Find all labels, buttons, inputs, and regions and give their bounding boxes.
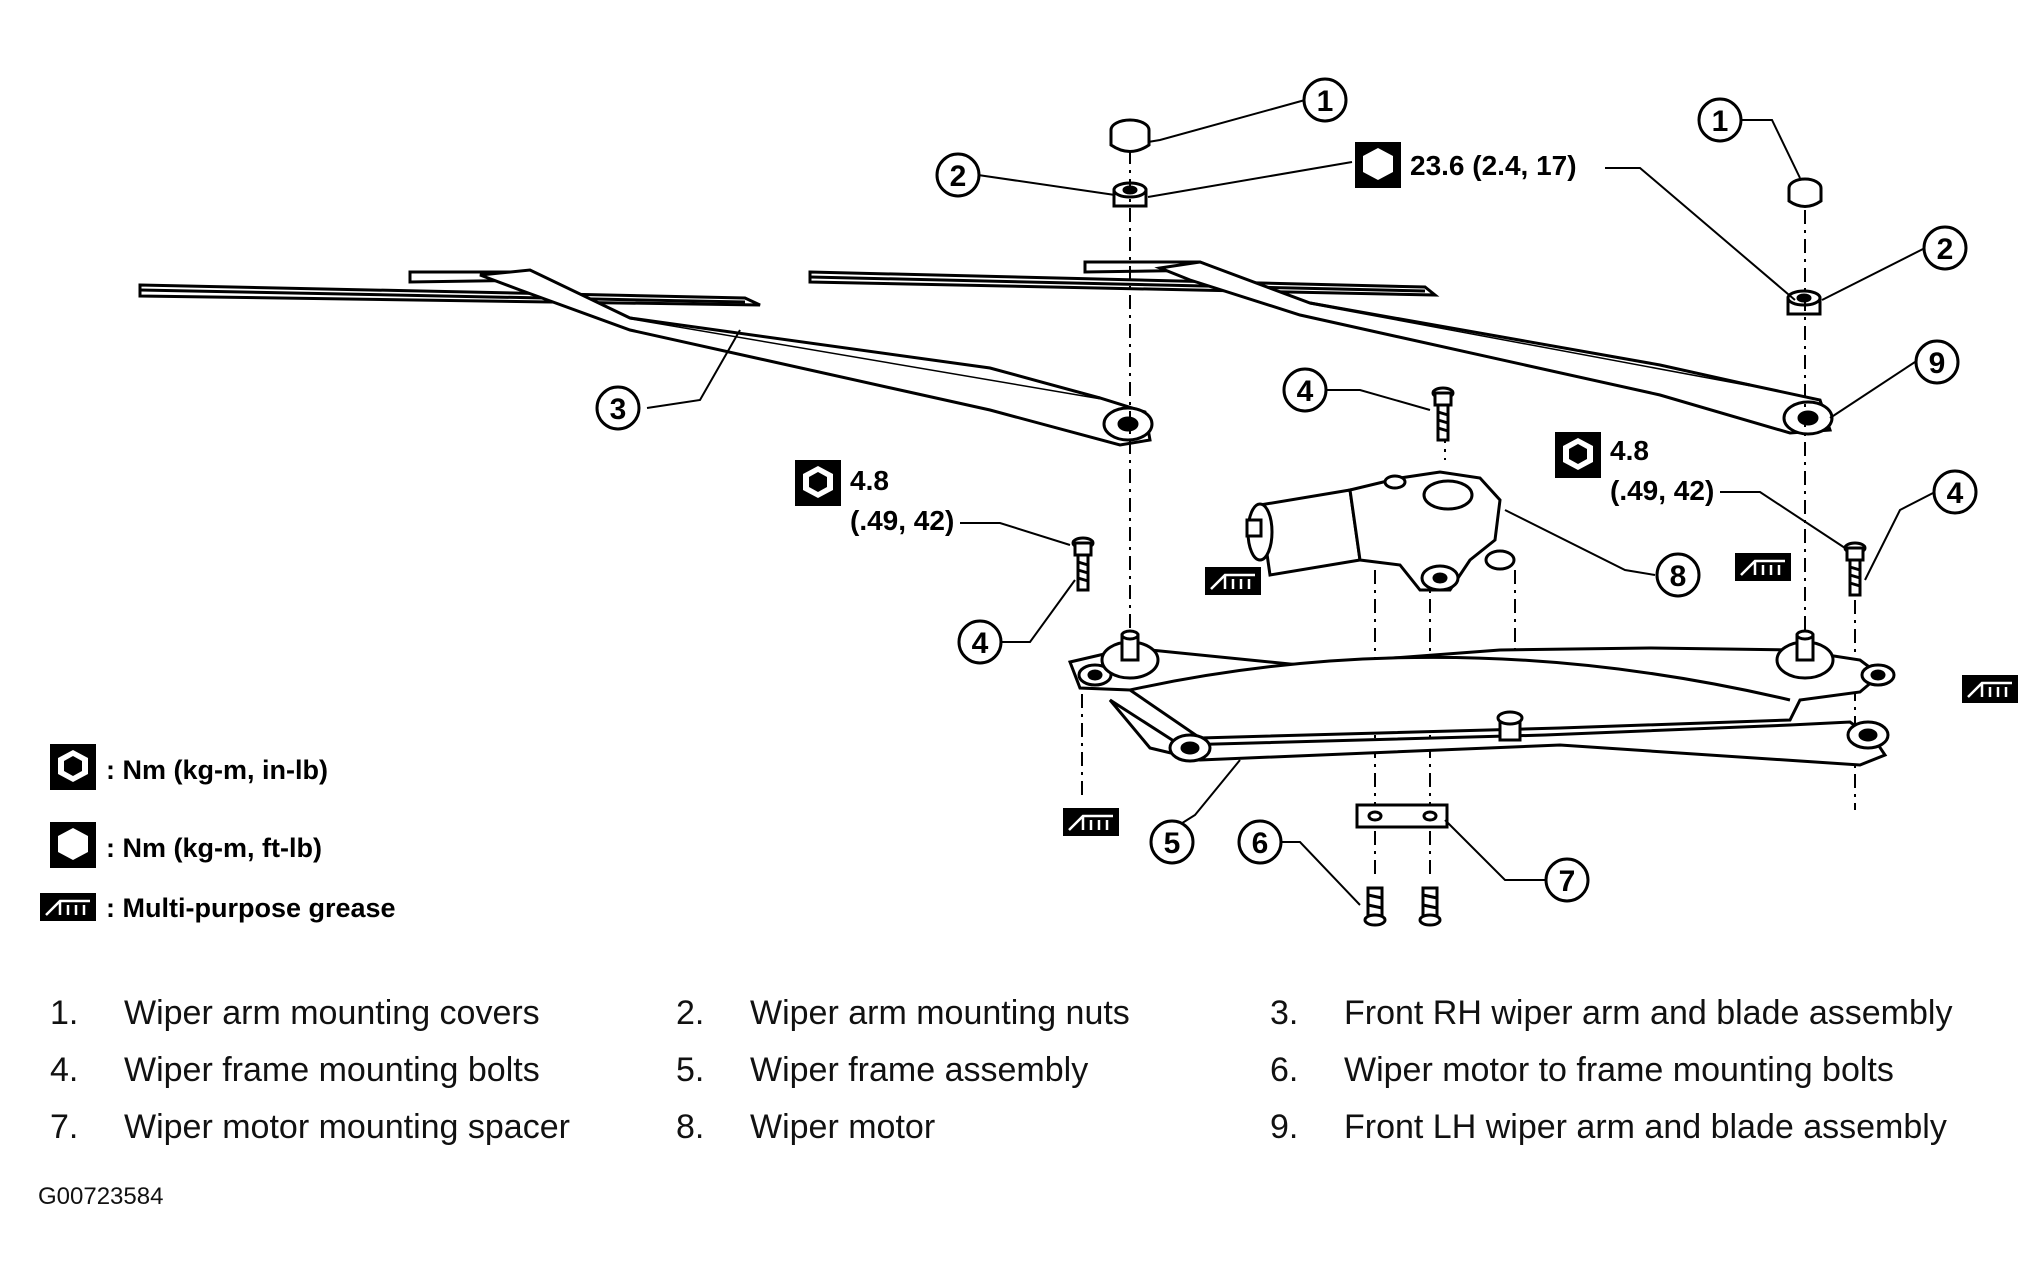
legend-torque-in-lb-icon <box>50 744 96 790</box>
svg-text:2: 2 <box>950 160 967 193</box>
callout-2-right: 2 <box>1922 225 1968 271</box>
svg-text:5: 5 <box>1164 827 1181 860</box>
part-item: 7.Wiper motor mounting spacer <box>50 1108 570 1146</box>
wiper-frame <box>1067 629 1896 767</box>
part-item: 6.Wiper motor to frame mounting bolts <box>1270 1051 1894 1089</box>
svg-text:2: 2 <box>1937 233 1954 266</box>
left-bolt-torque-units: (.49, 42) <box>850 505 954 536</box>
grease-symbol-right-pivot <box>1733 551 1793 583</box>
svg-text:4: 4 <box>1297 375 1314 408</box>
right-bolt-torque-value: 4.8 <box>1610 435 1649 466</box>
svg-text:1: 1 <box>1317 85 1334 118</box>
svg-text:7: 7 <box>1559 865 1576 898</box>
legend-grease: : Multi-purpose grease <box>106 893 396 923</box>
nut-torque-spec: 23.6 (2.4, 17) <box>1410 150 1577 181</box>
callout-4-right: 4 <box>1932 469 1978 515</box>
rh-wiper-blade <box>138 270 761 307</box>
parts-row: 1.Wiper arm mounting covers 2.Wiper arm … <box>50 985 2010 1042</box>
callout-7: 7 <box>1544 857 1590 903</box>
mounting-cover-right <box>1787 177 1823 208</box>
legend-torque-in-lb: : Nm (kg-m, in-lb) <box>106 755 328 785</box>
part-item: 2.Wiper arm mounting nuts <box>676 994 1130 1032</box>
callout-2-left: 2 <box>935 152 981 198</box>
lh-wiper-blade <box>808 260 1440 297</box>
right-bolt-torque-units: (.49, 42) <box>1610 475 1714 506</box>
leader-lines <box>646 99 1936 906</box>
part-item: 4.Wiper frame mounting bolts <box>50 1051 540 1089</box>
callout-5: 5 <box>1149 819 1195 865</box>
torque-in-lb-icon-right <box>1555 432 1601 478</box>
frame-bolt-right <box>1843 541 1867 597</box>
svg-text:4: 4 <box>1947 477 1964 510</box>
figure-id: G00723584 <box>38 1183 164 1210</box>
legend-torque-ft-lb-icon <box>50 822 96 868</box>
part-item: 3.Front RH wiper arm and blade assembly <box>1270 994 1953 1032</box>
grease-symbol-right-link <box>1960 673 2020 705</box>
legend: : Nm (kg-m, in-lb) : Nm (kg-m, ft-lb) : … <box>38 744 396 923</box>
mounting-cover-left <box>1109 118 1151 153</box>
callout-1-left: 1 <box>1302 77 1348 123</box>
callout-3: 3 <box>595 385 641 431</box>
grease-symbol-left-link <box>1061 806 1121 838</box>
svg-text:6: 6 <box>1252 827 1269 860</box>
torque-ft-lb-icon-top <box>1355 142 1401 188</box>
part-item: 8.Wiper motor <box>676 1108 936 1146</box>
parts-row: 7.Wiper motor mounting spacer 8.Wiper mo… <box>50 1099 2010 1156</box>
callout-1-right: 1 <box>1697 97 1743 143</box>
callout-4-left: 4 <box>957 619 1003 665</box>
callout-9: 9 <box>1914 339 1960 385</box>
left-bolt-torque-value: 4.8 <box>850 465 889 496</box>
callout-6: 6 <box>1237 819 1283 865</box>
part-item: 5.Wiper frame assembly <box>676 1051 1089 1089</box>
svg-text:9: 9 <box>1929 347 1946 380</box>
callout-4-top: 4 <box>1282 367 1328 413</box>
motor-mounting-spacer <box>1355 803 1449 829</box>
legend-grease-icon <box>38 891 98 923</box>
svg-text:8: 8 <box>1670 560 1687 593</box>
legend-torque-ft-lb: : Nm (kg-m, ft-lb) <box>106 833 322 863</box>
torque-in-lb-icon-left <box>795 460 841 506</box>
rh-wiper-arm <box>479 268 1154 447</box>
motor-bolt-top <box>1431 386 1455 442</box>
parts-list: 1.Wiper arm mounting covers 2.Wiper arm … <box>50 985 2010 1156</box>
part-item: 1.Wiper arm mounting covers <box>50 994 540 1032</box>
svg-text:3: 3 <box>610 393 627 426</box>
frame-bolt-left <box>1071 536 1095 592</box>
grease-symbol-left-pivot <box>1203 565 1263 597</box>
callout-8: 8 <box>1655 552 1701 598</box>
parts-row: 4.Wiper frame mounting bolts 5.Wiper fra… <box>50 1042 2010 1099</box>
motor-frame-bolts <box>1363 886 1442 927</box>
lh-wiper-arm <box>1154 260 1834 436</box>
svg-text:4: 4 <box>972 627 989 660</box>
svg-text:1: 1 <box>1712 105 1729 138</box>
part-item: 9.Front LH wiper arm and blade assembly <box>1270 1108 1947 1146</box>
wiper-motor <box>1245 470 1516 592</box>
